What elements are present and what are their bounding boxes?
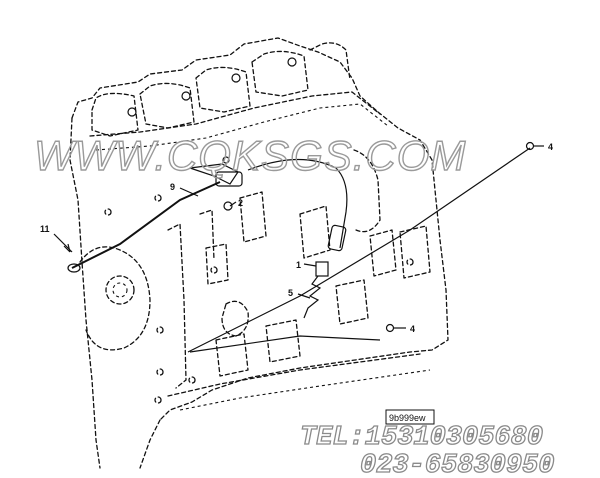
callout-4-top: 4 bbox=[548, 142, 553, 152]
engine-block-outline bbox=[69, 37, 449, 469]
drawing-code-box bbox=[385, 409, 435, 425]
sensor-harness bbox=[67, 141, 535, 353]
callout-11: 11 bbox=[40, 224, 50, 234]
contact-phone: 023-65830950 bbox=[360, 451, 554, 478]
callout-leaders bbox=[53, 145, 544, 329]
contact-tel: TEL:15310305680 bbox=[300, 423, 543, 453]
callout-2: 2 bbox=[238, 198, 243, 208]
callout-9: 9 bbox=[170, 182, 175, 192]
callout-1: 1 bbox=[296, 260, 301, 270]
drawing-code: 9b999ew bbox=[389, 413, 426, 423]
watermark-text: WWW.CQKSGS.COM bbox=[34, 132, 466, 179]
callout-5: 5 bbox=[288, 288, 293, 298]
callout-4-bottom: 4 bbox=[410, 324, 415, 334]
